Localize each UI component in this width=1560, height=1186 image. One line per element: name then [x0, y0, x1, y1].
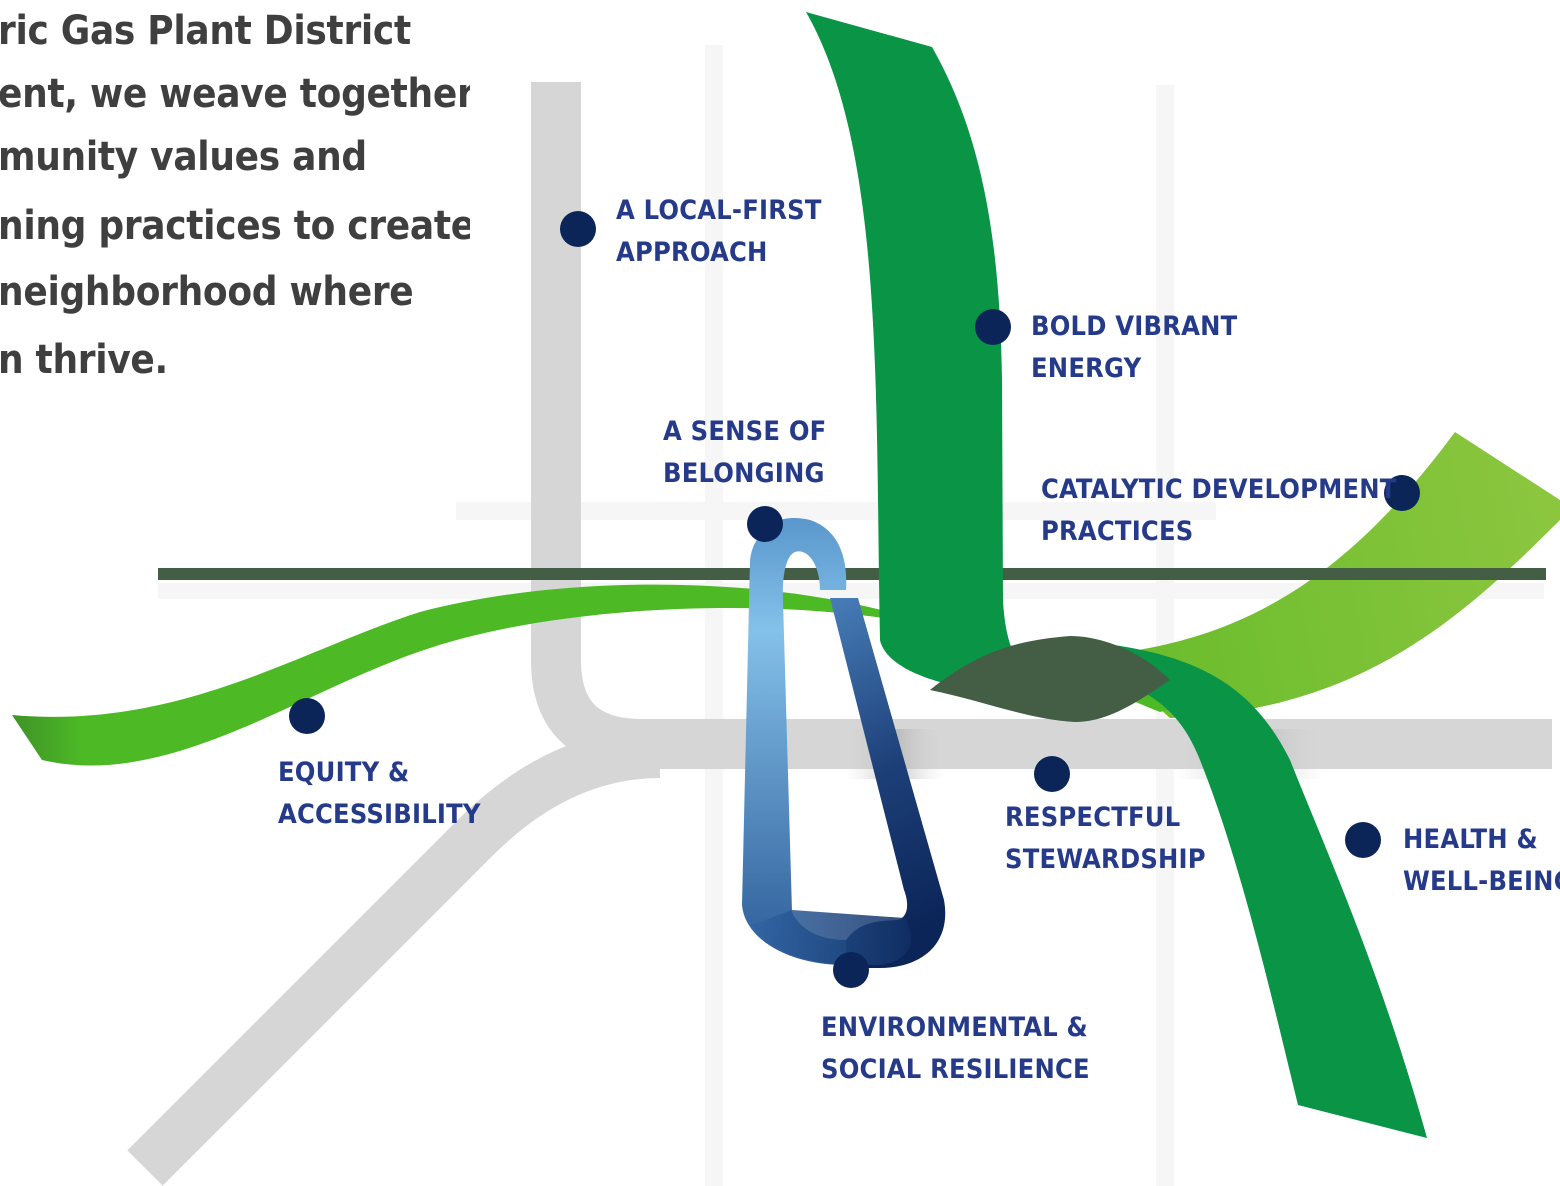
- node-bold-vibrant[interactable]: [975, 309, 1011, 345]
- grid-line-h1: [456, 502, 1216, 520]
- node-resilience[interactable]: [833, 952, 869, 988]
- node-local-first[interactable]: [560, 211, 596, 247]
- label-health: HEALTH & WELL-BEING: [1403, 819, 1560, 903]
- intro-line-4: ning practices to create: [0, 203, 470, 249]
- grid-line-v2: [1156, 85, 1174, 1186]
- label-bold-vibrant-line1: BOLD VIBRANT: [1031, 311, 1238, 342]
- label-equity-line2: ACCESSIBILITY: [278, 799, 481, 830]
- loop-inner-strand: [742, 518, 847, 965]
- label-stewardship-line1: RESPECTFUL: [1005, 802, 1181, 833]
- label-stewardship-line2: STEWARDSHIP: [1005, 844, 1206, 875]
- intro-paragraph: ric Gas Plant District ent, we weave tog…: [0, 0, 470, 400]
- node-catalytic[interactable]: [1384, 475, 1420, 511]
- grid-line-h2: [158, 583, 1544, 599]
- label-local-first: A LOCAL-FIRST APPROACH: [616, 190, 822, 274]
- loop-bottom: [752, 910, 911, 965]
- node-health[interactable]: [1345, 822, 1381, 858]
- label-local-first-line2: APPROACH: [616, 237, 768, 268]
- label-catalytic-line1: CATALYTIC DEVELOPMENT: [1041, 474, 1397, 505]
- label-bold-vibrant: BOLD VIBRANT ENERGY: [1031, 306, 1237, 390]
- node-equity[interactable]: [289, 698, 325, 734]
- label-local-first-line1: A LOCAL-FIRST: [616, 195, 822, 226]
- ribbon-dark-green-health: [1070, 640, 1427, 1138]
- ribbon-dark-green-bold: [806, 12, 1040, 692]
- label-health-line2: WELL-BEING: [1403, 866, 1560, 897]
- label-belonging-line1: A SENSE OF: [663, 416, 827, 447]
- label-catalytic: CATALYTIC DEVELOPMENT PRACTICES: [1041, 469, 1397, 553]
- label-resilience-line2: SOCIAL RESILIENCE: [821, 1054, 1090, 1085]
- intro-line-2: ent, we weave together: [0, 71, 470, 117]
- road-diagonal: [127, 728, 661, 1186]
- label-belonging-line2: BELONGING: [663, 458, 825, 489]
- grid-line-v1: [705, 45, 723, 1186]
- intro-line-1: ric Gas Plant District: [0, 8, 411, 54]
- label-belonging: A SENSE OF BELONGING: [663, 411, 826, 495]
- node-belonging[interactable]: [747, 506, 783, 542]
- intro-line-5: neighborhood where: [0, 269, 414, 315]
- ribbon-twist: [930, 636, 1170, 722]
- label-catalytic-line2: PRACTICES: [1041, 516, 1194, 547]
- label-resilience-line1: ENVIRONMENTAL &: [821, 1012, 1088, 1043]
- intro-line-6: n thrive.: [0, 337, 168, 383]
- label-equity-line1: EQUITY &: [278, 757, 410, 788]
- background-grid: [158, 45, 1544, 1186]
- label-resilience: ENVIRONMENTAL & SOCIAL RESILIENCE: [821, 1007, 1090, 1091]
- ribbon-green-equity: [12, 584, 1185, 766]
- node-stewardship[interactable]: [1034, 756, 1070, 792]
- label-health-line1: HEALTH &: [1403, 824, 1538, 855]
- blue-loop: [742, 518, 946, 968]
- label-equity: EQUITY & ACCESSIBILITY: [278, 752, 481, 836]
- intro-line-3: munity values and: [0, 134, 367, 180]
- rail-line: [158, 568, 1546, 580]
- loop-outer-strand: [830, 598, 946, 968]
- label-stewardship: RESPECTFUL STEWARDSHIP: [1005, 797, 1206, 881]
- label-bold-vibrant-line2: ENERGY: [1031, 353, 1142, 384]
